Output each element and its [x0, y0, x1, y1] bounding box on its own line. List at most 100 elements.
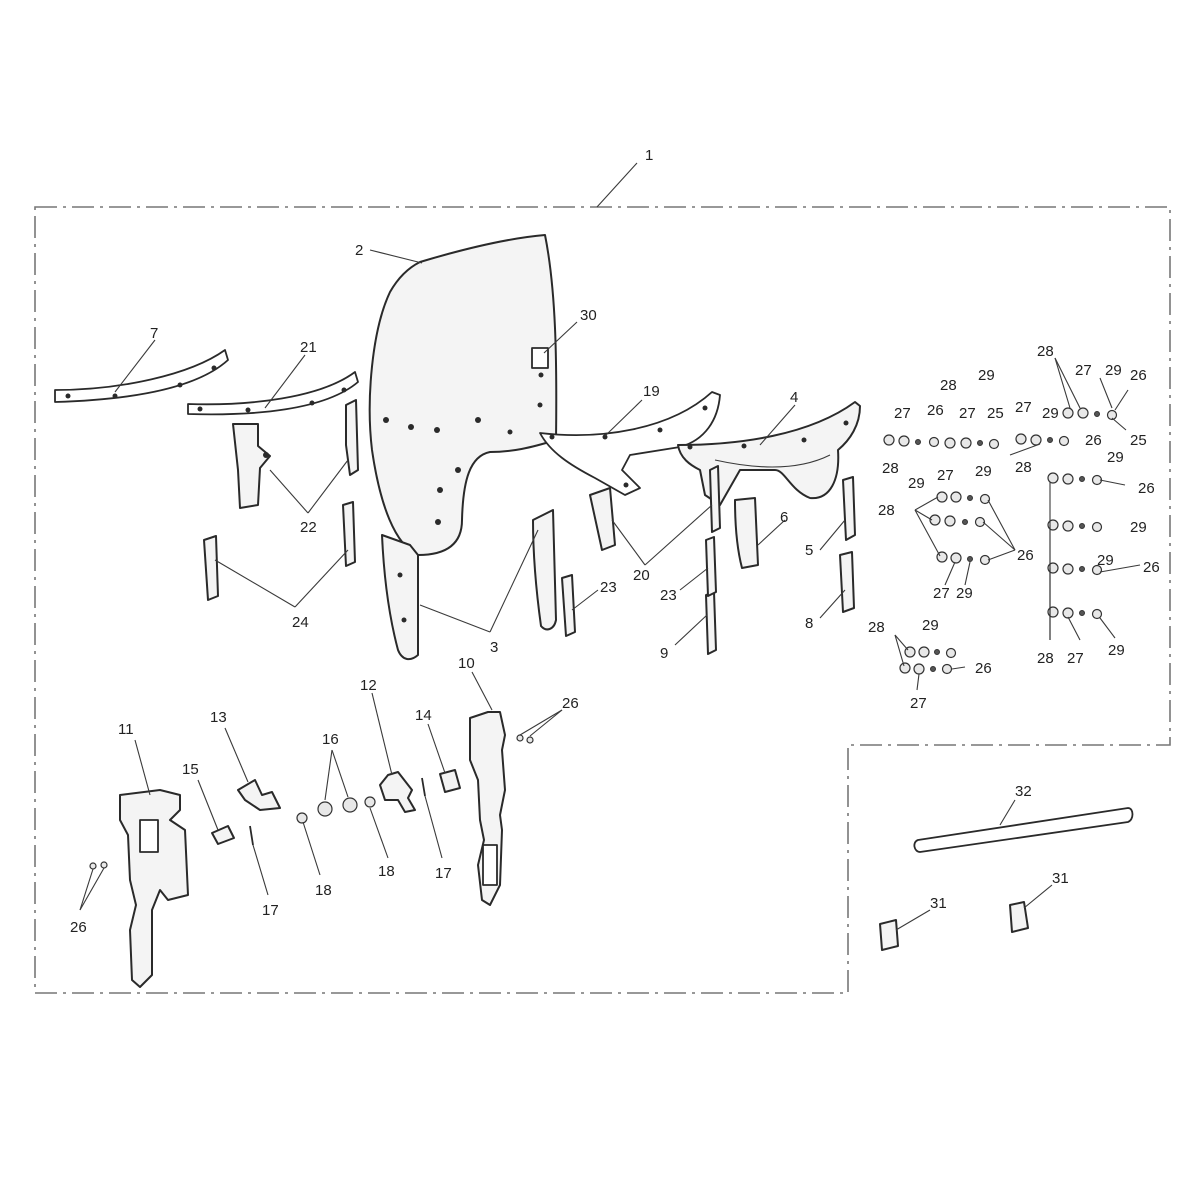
hw-label-29: 29 [1130, 519, 1147, 536]
bracket-5 [842, 476, 856, 541]
leader-7 [114, 339, 156, 393]
leader-16b [331, 749, 349, 798]
leader-12 [371, 692, 393, 776]
leader-30 [543, 321, 578, 354]
callout-21: 21 [300, 339, 317, 356]
hw-label-29: 29 [978, 367, 995, 384]
hw-label-28: 28 [1037, 650, 1054, 667]
leader-11 [134, 739, 151, 796]
leader-22a [269, 469, 309, 514]
bracket-13 [237, 779, 281, 811]
spring-17-right [421, 777, 426, 797]
hw-label-29: 29 [908, 475, 925, 492]
callout-20: 20 [633, 567, 650, 584]
hardware-cluster-lower-left [899, 646, 957, 675]
hw-label-28: 28 [940, 377, 957, 394]
hw-label-26: 26 [1017, 547, 1034, 564]
hw-label-29: 29 [1105, 362, 1122, 379]
hw-label-27: 27 [937, 467, 954, 484]
grommet-31-left [879, 919, 899, 951]
bracket-22-right [345, 399, 359, 476]
bracket-12 [379, 771, 416, 813]
hw-label-27: 27 [910, 695, 927, 712]
screws-26-right [516, 734, 534, 744]
hw-label-28: 28 [1015, 459, 1032, 476]
callout-30: 30 [580, 307, 597, 324]
windscreen [368, 234, 558, 556]
hw-label-29: 29 [922, 617, 939, 634]
leader-14 [427, 723, 446, 774]
rod-32 [913, 807, 1134, 853]
callout-32: 32 [1015, 783, 1032, 800]
washer-18-left [296, 812, 308, 824]
callout-14: 14 [415, 707, 432, 724]
deflector-4-inner-ridge [714, 454, 831, 468]
callout-15: 15 [182, 761, 199, 778]
bracket-23-right [705, 536, 717, 597]
grommet-31-right [1009, 901, 1029, 933]
hw-label-29: 29 [975, 463, 992, 480]
callout-18-left: 18 [315, 882, 332, 899]
callout-10: 10 [458, 655, 475, 672]
bracket-9 [705, 591, 717, 655]
leader-21 [264, 354, 306, 409]
callout-11: 11 [118, 721, 134, 738]
callout-23-left: 23 [600, 579, 617, 596]
callout-labels: 1 2 3 4 5 6 7 8 9 10 11 12 13 14 15 16 1… [70, 147, 1160, 936]
leader-32 [999, 799, 1016, 826]
hw-label-29: 29 [1107, 449, 1124, 466]
hardware-cluster-mid-left [929, 491, 991, 566]
leader-22b [307, 459, 349, 514]
bracket-24-left [203, 535, 219, 601]
bracket-20-right [709, 465, 721, 533]
callout-13: 13 [210, 709, 227, 726]
hw-label-27: 27 [1067, 650, 1084, 667]
leader-6 [757, 519, 786, 546]
leader-16a [324, 749, 333, 801]
callout-17-left: 17 [262, 902, 279, 919]
hw-label-26: 26 [1130, 367, 1147, 384]
hw-label-25: 25 [987, 405, 1004, 422]
callout-3: 3 [490, 639, 498, 656]
bracket-6 [734, 497, 759, 569]
bracket-24-right [342, 501, 356, 567]
bush-16b [342, 797, 358, 813]
hw-label-29: 29 [1097, 552, 1114, 569]
callout-5: 5 [805, 542, 813, 559]
hw-label-27: 27 [959, 405, 976, 422]
assembly-boundary [34, 206, 1171, 994]
callout-23-right: 23 [660, 587, 677, 604]
clip-14 [439, 769, 461, 793]
leader-15 [197, 779, 219, 831]
hw-label-26: 26 [1085, 432, 1102, 449]
leader-8 [819, 589, 846, 619]
leader-10 [471, 671, 493, 711]
callout-12: 12 [360, 677, 377, 694]
callout-19: 19 [643, 383, 660, 400]
callout-7: 7 [150, 325, 158, 342]
leader-19 [604, 399, 643, 437]
leader-18a [302, 821, 321, 876]
leader-26a2 [529, 709, 563, 737]
side-deflector-4 [677, 401, 861, 506]
hw-label-29: 29 [956, 585, 973, 602]
leader-17a [252, 844, 269, 896]
callout-22: 22 [300, 519, 317, 536]
callout-1: 1 [645, 147, 653, 164]
hw-label-27: 27 [1075, 362, 1092, 379]
callout-26-upper: 26 [562, 695, 579, 712]
leader-17b [424, 795, 443, 859]
hw-label-29: 29 [1042, 405, 1059, 422]
callout-24: 24 [292, 614, 309, 631]
leader-3b [489, 529, 539, 633]
hw-label-26: 26 [1143, 559, 1160, 576]
screws-26-left [89, 861, 108, 870]
leader-23b [679, 567, 709, 591]
hw-label-26: 26 [927, 402, 944, 419]
leader-1 [596, 162, 638, 208]
leader-3a [419, 604, 491, 633]
leader-20b [644, 504, 713, 566]
callout-16: 16 [322, 731, 339, 748]
side-deflector-19 [539, 391, 721, 496]
leader-31a [895, 909, 931, 931]
